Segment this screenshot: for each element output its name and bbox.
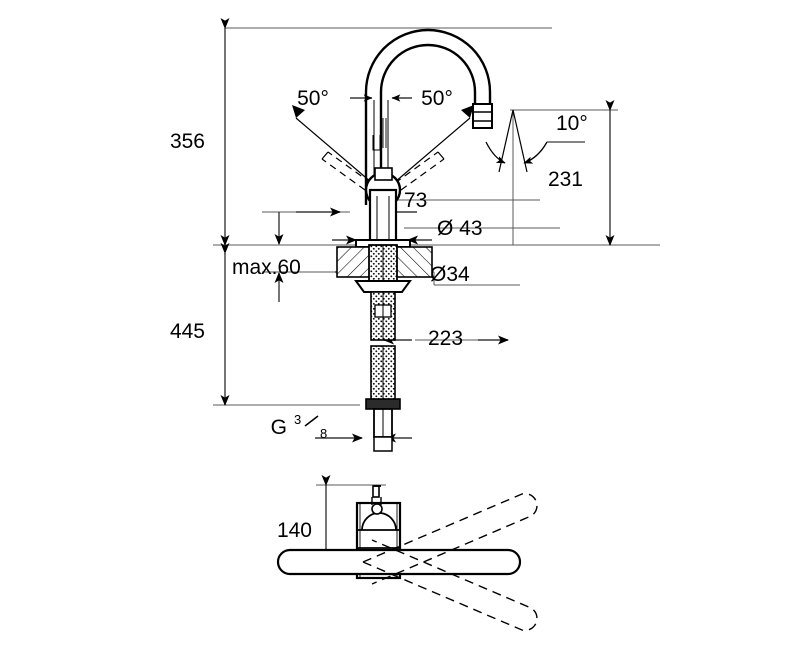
angle-10-aerator: 10°: [485, 109, 588, 245]
dimension-445: 445: [170, 243, 230, 406]
spout-arc: [364, 28, 492, 205]
flex-hose-upper: [370, 291, 396, 341]
dimension-max60: max.60: [232, 212, 301, 302]
thread-callout-g38: G 3 8: [271, 412, 412, 443]
dimension-223-label: 223: [428, 327, 463, 350]
spout-arc-inner: [379, 43, 477, 205]
lever-ghost-right: [394, 151, 445, 191]
angle-50-left-label: 50°: [297, 87, 329, 110]
dimension-356-label: 356: [170, 130, 205, 153]
angle-50-left: 50°: [292, 87, 379, 191]
dimension-356: 356: [170, 18, 230, 246]
dimension-dia34-label: Ø34: [430, 263, 470, 286]
dimension-dia43-label: Ø 43: [437, 217, 483, 240]
flex-hose-lower: [370, 345, 396, 403]
dimension-140-label: 140: [277, 519, 312, 542]
angle-50-right-label: 50°: [421, 87, 453, 110]
faucet-geometry: [336, 28, 493, 452]
spout-internal-lines: [382, 118, 387, 148]
plan-lever-stub: [371, 485, 383, 515]
thread-label-letter: G: [271, 416, 287, 439]
dimension-73: 73: [296, 189, 427, 217]
top-plan-view: 140: [276, 475, 538, 632]
dimension-73-label: 73: [404, 189, 427, 212]
angle-50-right: 50°: [387, 87, 474, 191]
plan-spout-center: [276, 548, 522, 576]
front-elevation-view: 356 445 max.60 231 73: [170, 18, 660, 452]
angle-10-label: 10°: [556, 112, 588, 135]
dimension-231-label: 231: [548, 168, 583, 191]
lever-ghost-left: [321, 151, 372, 191]
thread-label-numerator: 3: [294, 412, 301, 427]
threaded-shank: [368, 244, 398, 282]
dimension-445-label: 445: [170, 320, 205, 343]
dimension-dia43: Ø 43: [332, 217, 483, 245]
dimension-231: 231: [548, 100, 615, 246]
mounting-nut: [354, 280, 412, 293]
aerator-outlet: [472, 103, 493, 129]
spout-internal-detail: [372, 135, 381, 151]
body-column: [368, 188, 398, 247]
joint-collar: [374, 167, 393, 181]
hose-end-fitting: [365, 398, 401, 452]
dimension-223: 223: [383, 327, 509, 350]
thread-label-denominator: 8: [320, 426, 327, 441]
dimension-max60-label: max.60: [232, 256, 301, 279]
